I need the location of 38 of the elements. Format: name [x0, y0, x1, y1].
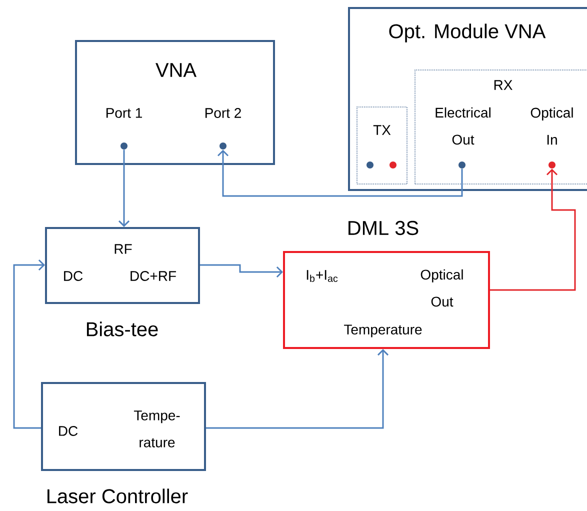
port-label: DC: [64, 271, 83, 281]
device-box: [348, 7, 587, 191]
box-title: TX: [373, 125, 391, 135]
box-title: DML 3S: [348, 220, 418, 236]
port-label: Optical In: [530, 107, 573, 145]
port-label: I$_{b}$+I$_{ac}$: [306, 270, 338, 282]
port-label: Electrical Out: [436, 107, 490, 145]
arrow: [13, 259, 45, 429]
arrow: [118, 150, 130, 227]
box-title: Bias-tee: [86, 322, 158, 336]
device-box: [45, 227, 200, 336]
box-title: Laser Controller: [48, 488, 188, 504]
arrow: [490, 168, 576, 291]
port-label: Tempe- rature: [134, 410, 180, 448]
port-dot: [458, 162, 466, 168]
port-label: Optical Out: [420, 269, 463, 307]
port-label: RF: [114, 244, 132, 254]
device-box: [75, 40, 275, 165]
port-label: DC+RF: [130, 271, 176, 281]
port-label: Port 1: [106, 108, 142, 118]
port-label: Port 2: [205, 108, 241, 118]
dotted-box: [414, 70, 587, 184]
port-dot: [390, 162, 396, 168]
port-label: DC: [59, 426, 78, 436]
port-dot: [220, 142, 226, 150]
arrow: [206, 349, 389, 429]
device-box: [283, 220, 490, 349]
arrow: [217, 150, 463, 197]
box-title: Opt. Module VNA: [389, 24, 546, 42]
port-dot: [366, 162, 374, 168]
dotted-box: [356, 106, 408, 184]
box-title: RX: [494, 80, 512, 90]
box-title: VNA: [156, 63, 197, 77]
device-box: [41, 382, 206, 504]
port-label: Temperature: [344, 324, 422, 338]
port-dot: [548, 162, 556, 168]
port-dot: [120, 142, 128, 150]
arrow: [200, 264, 283, 278]
